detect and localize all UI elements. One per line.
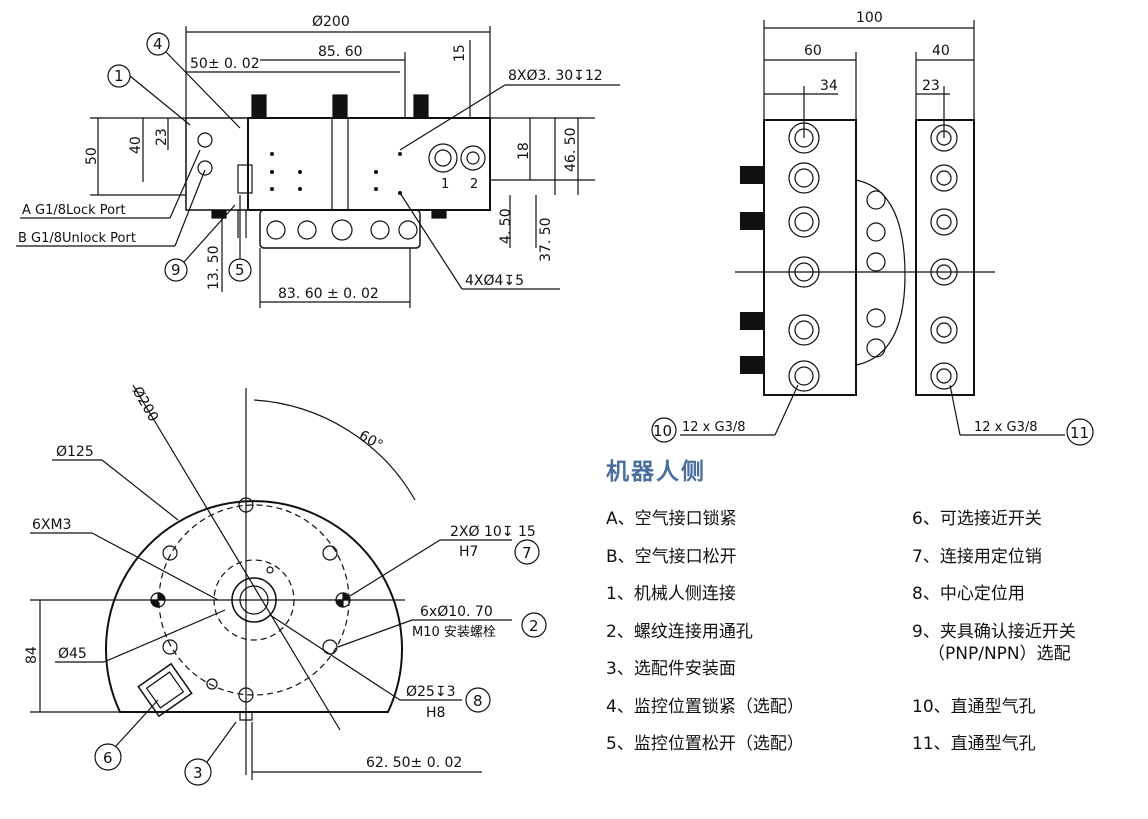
dim-23s: 23 xyxy=(922,78,940,94)
legend-title: 机器人侧 xyxy=(606,459,706,485)
callout-2: 2 xyxy=(529,617,539,635)
port-b-label: B G1/8Unlock Port xyxy=(18,231,136,246)
legend-item: 5、监控位置松开（选配） xyxy=(606,734,804,754)
legend: 机器人侧 A、空气接口锁紧 B、空气接口松开 1、机械人侧连接 2、螺纹连接用通… xyxy=(606,452,1146,802)
legend-item: （PNP/NPN）选配 xyxy=(928,643,1071,664)
callout-6: 6 xyxy=(103,749,113,767)
dim-450: 4. 50 xyxy=(498,208,514,244)
legend-item: A、空气接口锁紧 xyxy=(606,509,737,529)
side-body-right xyxy=(915,119,975,396)
side-ports-right xyxy=(930,124,958,390)
dim-40v: 40 xyxy=(128,136,144,154)
dim-4650: 46. 50 xyxy=(563,127,579,172)
front-body xyxy=(247,117,491,211)
dim-50v: 50 xyxy=(84,147,100,165)
dim-3750: 37. 50 xyxy=(538,217,554,262)
dim-40s: 40 xyxy=(932,43,950,59)
dim-15: 15 xyxy=(452,44,468,62)
front-view: 1 2 Ø200 50± 0. 02 85. 60 15 8XØ3. 30↧12 xyxy=(16,14,620,308)
legend-item: 11、直通型气孔 xyxy=(912,734,1036,754)
legend-item: 9、夹具确认接近开关 xyxy=(912,621,1076,642)
dim-6250: 62. 50± 0. 02 xyxy=(366,755,462,771)
side-view: 100 60 40 34 23 10 12 x G3/8 11 12 x G3/… xyxy=(651,10,1094,446)
bolt-spec: M10 安装螺栓 xyxy=(412,625,496,640)
pin-tol: H7 xyxy=(459,544,478,560)
callout-8: 8 xyxy=(473,692,483,710)
dim-60: 60 xyxy=(804,43,822,59)
dim-34: 34 xyxy=(820,78,838,94)
legend-item: 1、机械人侧连接 xyxy=(606,584,736,604)
dim-8560: 85. 60 xyxy=(318,44,363,60)
holes-8x: 8XØ3. 30↧12 xyxy=(508,68,603,84)
callout-4: 4 xyxy=(153,35,163,53)
front-lower-plate xyxy=(259,209,421,249)
dim-d200: Ø200 xyxy=(312,14,350,30)
dim-18: 18 xyxy=(516,142,532,160)
legend-item: 7、连接用定位销 xyxy=(912,546,1042,567)
legend-item: 10、直通型气孔 xyxy=(912,696,1036,717)
holes-4x: 4XØ4↧5 xyxy=(465,273,524,289)
callout-1: 1 xyxy=(114,67,124,85)
dim-50: 50± 0. 02 xyxy=(190,56,260,72)
dim-23v: 23 xyxy=(154,128,170,146)
top-view: Ø200 60° Ø125 6XM3 2XØ 10↧ 15 H7 7 6xØ10… xyxy=(24,384,547,786)
callout-3: 3 xyxy=(193,764,203,782)
center-tol: H8 xyxy=(426,705,445,721)
callout-10: 10 xyxy=(653,422,672,440)
port-a-label: A G1/8Lock Port xyxy=(22,203,126,218)
dim-84: 84 xyxy=(24,646,40,664)
svg-text:1: 1 xyxy=(441,177,449,192)
top-d45: Ø45 xyxy=(58,646,87,662)
stud xyxy=(413,94,429,119)
angle-60: 60° xyxy=(356,428,386,454)
pin-dim: 2XØ 10↧ 15 xyxy=(450,524,536,540)
dim-100: 100 xyxy=(856,10,883,26)
legend-col-1: A、空气接口锁紧 B、空气接口松开 1、机械人侧连接 2、螺纹连接用通孔 3、选… xyxy=(606,508,804,771)
callout-11: 11 xyxy=(1070,424,1089,442)
side-body-left xyxy=(763,119,857,396)
port10-label: 12 x G3/8 xyxy=(682,420,746,435)
dim-1350: 13. 50 xyxy=(206,245,222,290)
top-outline xyxy=(105,500,403,713)
legend-item: 4、监控位置锁紧（选配） xyxy=(606,696,804,717)
top-m3: 6XM3 xyxy=(32,517,71,533)
bolt-dim: 6xØ10. 70 xyxy=(420,604,493,620)
dim-8360: 83. 60 ± 0. 02 xyxy=(278,286,379,302)
stud xyxy=(251,94,267,119)
port11-label: 12 x G3/8 xyxy=(974,420,1038,435)
legend-item: 6、可选接近开关 xyxy=(912,509,1042,529)
legend-col-2: 6、可选接近开关 7、连接用定位销 8、中心定位用 9、夹具确认接近开关 （PN… xyxy=(912,508,1076,771)
callout-5: 5 xyxy=(235,261,245,279)
svg-text:2: 2 xyxy=(470,177,478,192)
legend-item: B、空气接口松开 xyxy=(606,546,737,567)
legend-item: 3、选配件安装面 xyxy=(606,659,736,679)
top-d200: Ø200 xyxy=(129,384,162,425)
bolt-holes xyxy=(162,497,338,703)
callout-7: 7 xyxy=(522,544,532,562)
pin-holes xyxy=(150,592,351,608)
legend-item: 2、螺纹连接用通孔 xyxy=(606,621,753,642)
stud xyxy=(332,94,348,119)
top-d125: Ø125 xyxy=(56,444,94,460)
legend-item: 8、中心定位用 xyxy=(912,584,1025,604)
center-dim: Ø25↧3 xyxy=(406,684,455,700)
side-ports-left xyxy=(788,122,820,392)
callout-9: 9 xyxy=(171,261,181,279)
